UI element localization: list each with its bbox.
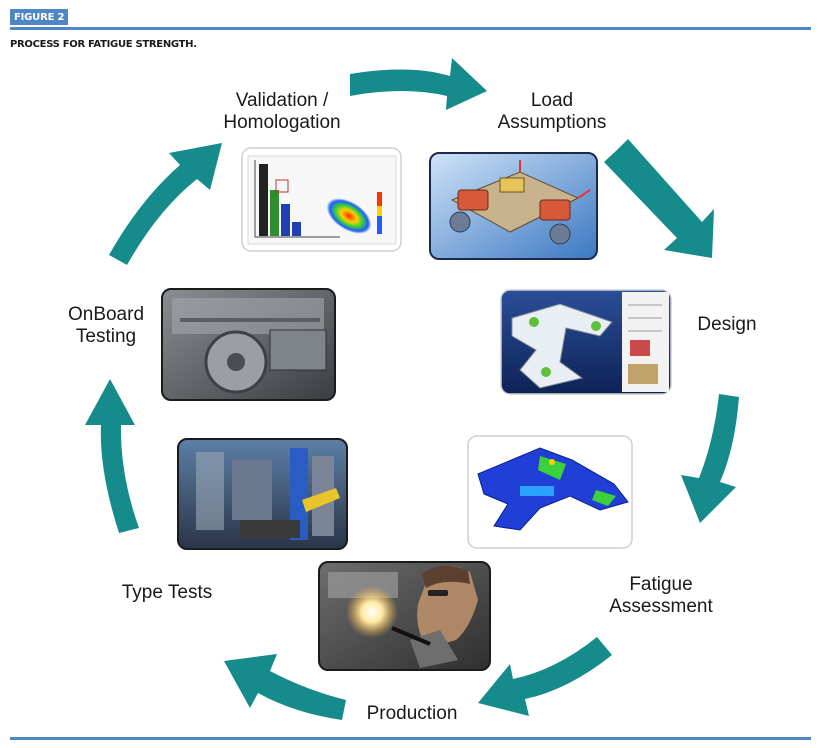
onboard-testing-image xyxy=(161,288,336,401)
step-label-design: Design xyxy=(682,314,772,336)
step-label-production-line1: Production xyxy=(366,703,458,724)
production-image xyxy=(318,561,491,671)
figure-number-tag: FIGURE 2 xyxy=(10,9,69,25)
step-label-onboard-line2: Testing xyxy=(75,326,137,347)
arrow-typetests-to-onboard xyxy=(85,379,139,533)
step-label-validation-line2: Homologation xyxy=(223,112,341,133)
step-label-load-line1: Load xyxy=(530,90,574,111)
bottom-rule xyxy=(10,737,811,740)
step-label-validation-line1: Validation / xyxy=(235,90,329,111)
step-label-onboard-line1: OnBoard xyxy=(67,304,145,325)
step-label-fatigue-line1: Fatigue xyxy=(629,574,693,595)
step-label-type-tests: Type Tests xyxy=(108,582,226,604)
type-tests-image xyxy=(177,438,348,550)
step-label-fatigue-line2: Assessment xyxy=(609,596,713,617)
arrow-onboard-to-validation xyxy=(109,143,222,265)
arrow-design-to-fatigue xyxy=(681,394,739,523)
arrow-fatigue-to-production xyxy=(478,637,612,716)
top-rule xyxy=(10,27,811,30)
step-label-design-line1: Design xyxy=(697,314,757,335)
step-label-load-line2: Assumptions xyxy=(497,112,607,133)
fatigue-assessment-image xyxy=(467,435,633,549)
step-label-validation: Validation / Homologation xyxy=(207,90,357,134)
step-label-type-tests-line1: Type Tests xyxy=(121,582,213,603)
arrow-production-to-typetests xyxy=(224,654,346,720)
step-label-fatigue: Fatigue Assessment xyxy=(598,574,724,618)
figure-title: PROCESS FOR FATIGUE STRENGTH. xyxy=(10,39,197,50)
validation-plot-image xyxy=(241,147,402,252)
step-label-load: Load Assumptions xyxy=(490,90,614,134)
arrow-validation-to-load xyxy=(350,58,487,110)
arrow-load-to-design xyxy=(604,139,714,258)
step-label-onboard: OnBoard Testing xyxy=(54,304,158,348)
design-image xyxy=(500,289,672,395)
load-assumptions-image xyxy=(429,152,598,260)
step-label-production: Production xyxy=(352,703,472,725)
